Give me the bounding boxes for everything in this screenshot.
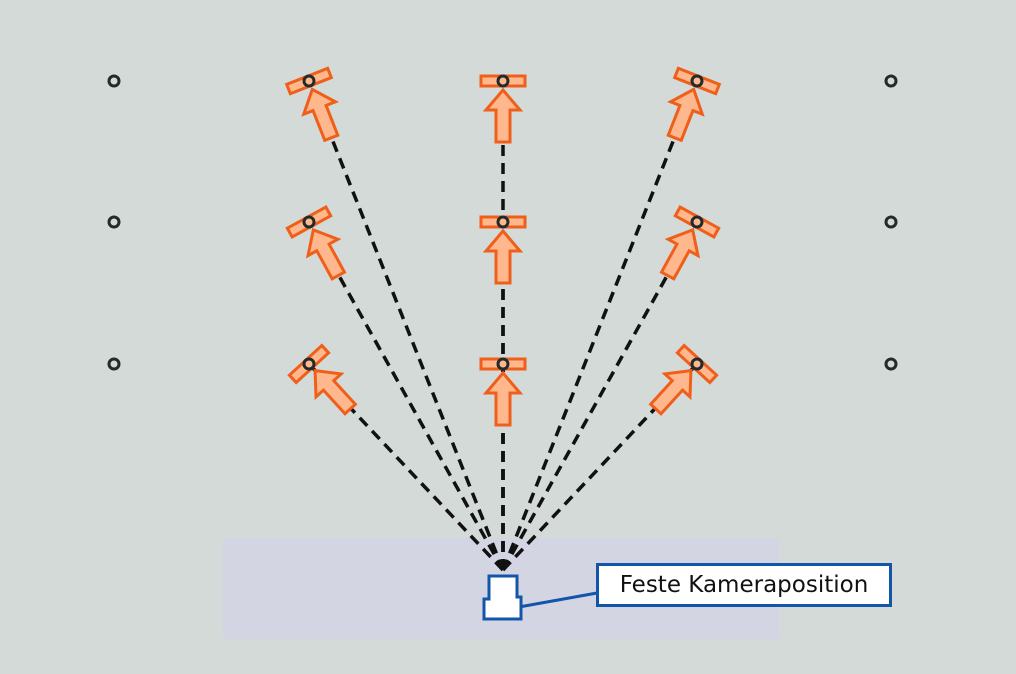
light-direction-arrow-icon	[313, 368, 358, 416]
position-marker-icon	[107, 74, 121, 88]
position-marker-icon	[107, 357, 121, 371]
stand-marker-icon	[302, 74, 316, 88]
callout-line	[518, 591, 598, 609]
camera-icon	[482, 574, 523, 621]
position-marker-icon	[107, 215, 121, 229]
stand-marker-icon	[496, 215, 510, 229]
stand-marker-icon	[690, 215, 704, 229]
light-direction-arrow-icon	[648, 368, 693, 416]
light-direction-arrow-icon	[305, 227, 347, 281]
stand-marker-icon	[690, 74, 704, 88]
position-marker-icon	[884, 215, 898, 229]
light-stand-icon	[659, 205, 721, 281]
light-stand-icon	[479, 74, 527, 144]
light-direction-arrow-icon	[482, 87, 524, 144]
stand-marker-icon	[302, 357, 316, 371]
light-direction-arrow-icon	[482, 370, 524, 427]
sight-lines	[307, 80, 699, 572]
camera-label: Feste Kameraposition	[596, 563, 892, 607]
light-stand-icon	[666, 66, 722, 143]
sight-line	[501, 80, 699, 571]
light-direction-arrow-icon	[666, 87, 705, 143]
light-stand-icon	[285, 205, 347, 281]
position-marker-icon	[884, 357, 898, 371]
stand-marker-icon	[690, 357, 704, 371]
light-direction-arrow-icon	[482, 228, 524, 285]
stand-marker-icon	[496, 357, 510, 371]
sight-line	[307, 221, 505, 571]
sight-line	[307, 80, 505, 571]
light-stands	[284, 66, 722, 427]
light-stand-icon	[284, 66, 340, 143]
sight-line	[501, 221, 699, 571]
light-direction-arrow-icon	[659, 227, 701, 281]
position-marker-icon	[884, 74, 898, 88]
stand-marker-icon	[302, 215, 316, 229]
light-stand-icon	[479, 357, 527, 427]
stand-marker-icon	[496, 74, 510, 88]
light-stand-icon	[479, 215, 527, 285]
light-stand-icon	[287, 343, 358, 416]
light-direction-arrow-icon	[301, 87, 340, 143]
light-stand-icon	[648, 343, 719, 416]
